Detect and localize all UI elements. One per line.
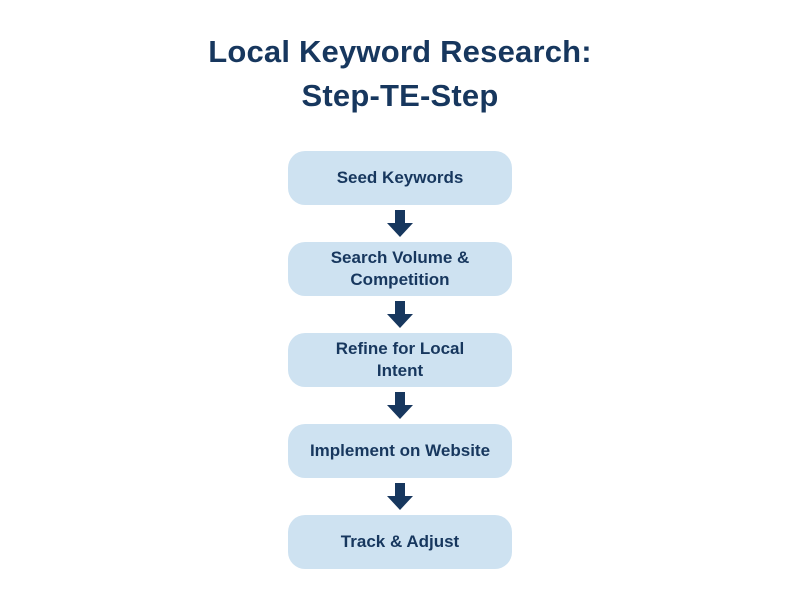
step-label-seed-keywords: Seed Keywords bbox=[336, 167, 464, 187]
step-label-refine-local-intent: Refine for Local Intent bbox=[335, 339, 465, 381]
down-arrow-icon bbox=[387, 483, 413, 511]
step-label-implement-website: Implement on Website bbox=[309, 441, 491, 461]
down-arrow-icon bbox=[387, 210, 413, 238]
arrow-head bbox=[387, 405, 413, 420]
arrow-head bbox=[387, 314, 413, 329]
step-box-search-volume-competition: Search Volume & Competition bbox=[288, 242, 512, 297]
step-box-refine-local-intent: Refine for Local Intent bbox=[288, 333, 512, 388]
arrow-head bbox=[387, 223, 413, 238]
arrow-head bbox=[387, 496, 413, 511]
arrow-stem bbox=[395, 392, 405, 406]
down-arrow-icon bbox=[387, 301, 413, 329]
step-label-track-adjust: Track & Adjust bbox=[340, 532, 460, 552]
arrow-stem bbox=[395, 301, 405, 315]
step-box-seed-keywords: Seed Keywords bbox=[288, 151, 512, 206]
page-title: Local Keyword Research: Step-TE-Step bbox=[208, 34, 592, 114]
step-box-implement-website: Implement on Website bbox=[288, 424, 512, 479]
arrow-stem bbox=[395, 210, 405, 224]
down-arrow-icon bbox=[387, 392, 413, 420]
step-label-search-volume-competition: Search Volume & Competition bbox=[330, 248, 470, 290]
step-box-track-adjust: Track & Adjust bbox=[288, 515, 512, 570]
arrow-stem bbox=[395, 483, 405, 497]
flowchart: Seed Keywords Search Volume & Competitio… bbox=[0, 151, 800, 570]
